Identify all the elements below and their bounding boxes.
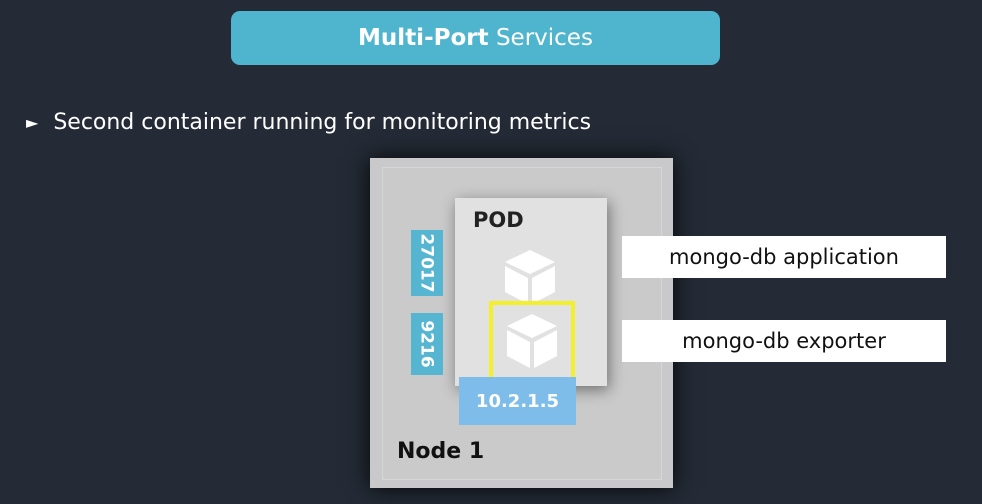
bullet-arrow-icon: ► (26, 112, 39, 132)
pod-label: POD (473, 208, 524, 232)
bullet-text: Second container running for monitoring … (53, 109, 592, 135)
bullet-point: ► Second container running for monitorin… (26, 105, 591, 139)
pod-box: POD (455, 198, 607, 386)
port-badge-27017: 27017 (411, 230, 443, 296)
callout-exporter: mongo-db exporter (622, 320, 946, 362)
pod-ip-badge: 10.2.1.5 (459, 377, 576, 425)
container-box-icon (507, 314, 557, 368)
slide-title-banner: Multi-Port Services (231, 11, 720, 65)
port-badge-9216: 9216 (411, 313, 443, 375)
container-box-icon (505, 250, 555, 304)
node-label: Node 1 (397, 439, 485, 464)
node-diagram: POD 27017 9216 10.2.1.5 Node 1 (370, 158, 673, 488)
callout-application: mongo-db application (622, 236, 946, 278)
node-box: POD 27017 9216 10.2.1.5 Node 1 (382, 167, 662, 480)
title-rest-text: Services (495, 25, 593, 51)
title-bold-text: Multi-Port (358, 25, 489, 51)
